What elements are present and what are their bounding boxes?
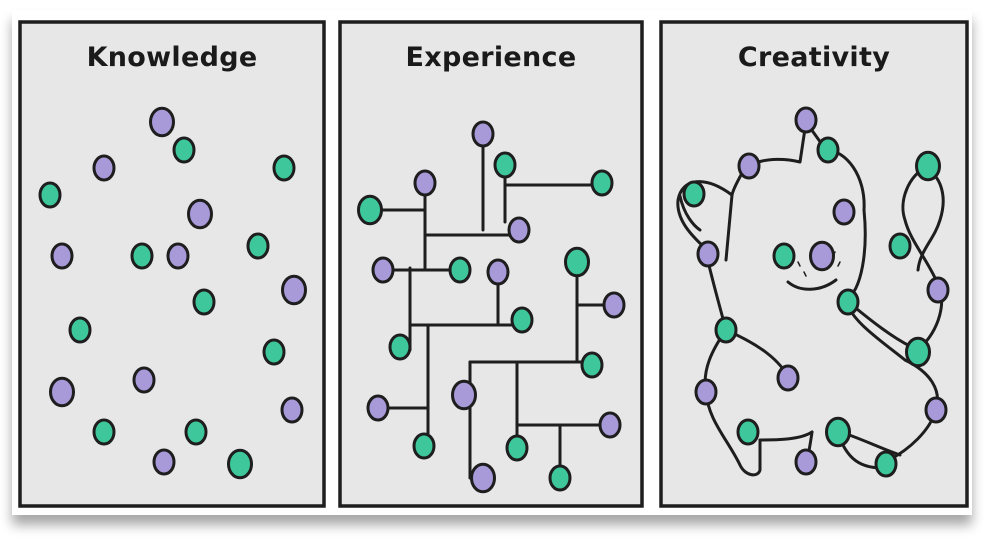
creativity-dot-green xyxy=(816,136,840,164)
creativity-dot-purple xyxy=(926,276,950,304)
experience-dot-green xyxy=(510,306,534,334)
experience-dot-purple xyxy=(366,394,390,422)
creativity-dot-purple xyxy=(794,448,818,476)
experience-dot-green xyxy=(580,351,604,379)
creativity-dot-green xyxy=(772,242,796,270)
experience-dot-green xyxy=(564,246,590,278)
experience-dot-green xyxy=(493,151,517,179)
experience-dot-green xyxy=(590,169,614,197)
experience-dot-green xyxy=(448,256,472,284)
creativity-dot-green xyxy=(905,336,931,368)
knowledge-dot-purple xyxy=(187,198,213,230)
creativity-dot-purple xyxy=(696,240,720,268)
experience-dot-green xyxy=(357,194,383,226)
knowledge-dot-green xyxy=(262,338,286,366)
knowledge-dot-purple xyxy=(92,154,116,182)
knowledge-dot-green xyxy=(172,136,196,164)
panel-title-experience: Experience xyxy=(405,42,577,73)
experience-dot-purple xyxy=(451,379,477,411)
creativity-dot-green xyxy=(888,232,912,260)
experience-dot-purple xyxy=(413,169,437,197)
experience-dot-purple xyxy=(598,411,622,439)
experience-dot-green xyxy=(505,434,529,462)
knowledge-dot-green xyxy=(130,242,154,270)
experience-dot-green xyxy=(412,432,436,460)
experience-dot-green xyxy=(548,464,572,492)
creativity-dot-purple xyxy=(832,198,856,226)
knowledge-dot-purple xyxy=(132,366,156,394)
experience-dot-purple xyxy=(602,291,626,319)
knowledge-dot-green xyxy=(68,316,92,344)
creativity-dot-purple xyxy=(737,152,761,180)
creativity-dot-purple xyxy=(694,378,718,406)
experience-dot-purple xyxy=(486,258,510,286)
creativity-dot-purple xyxy=(794,106,818,134)
knowledge-dot-purple xyxy=(149,106,175,138)
knowledge-dot-purple xyxy=(281,274,307,306)
creativity-dot-purple xyxy=(776,364,800,392)
experience-dot-purple xyxy=(371,256,395,284)
knowledge-dot-green xyxy=(184,418,208,446)
experience-dot-purple xyxy=(470,462,496,494)
creativity-dot-purple xyxy=(924,396,948,424)
creativity-dot-green xyxy=(836,288,860,316)
knowledge-dot-green xyxy=(92,418,116,446)
knowledge-dot-purple xyxy=(49,376,75,408)
knowledge-dot-green xyxy=(38,181,62,209)
creativity-dot-green xyxy=(825,416,851,448)
creativity-dot-green xyxy=(915,150,941,182)
experience-dot-purple xyxy=(471,120,495,148)
knowledge-dot-purple xyxy=(152,448,176,476)
dot-layer xyxy=(38,106,950,494)
panel-title-creativity: Creativity xyxy=(737,42,891,73)
knowledge-dot-green xyxy=(272,154,296,182)
knowledge-dot-green xyxy=(246,232,270,260)
knowledge-dot-purple xyxy=(50,242,74,270)
knowledge-dot-purple xyxy=(280,396,304,424)
knowledge-dot-purple xyxy=(166,242,190,270)
knowledge-dot-green xyxy=(227,448,253,480)
knowledge-dot-green xyxy=(192,288,216,316)
creativity-dot-green xyxy=(682,180,706,208)
creativity-dot-green xyxy=(714,316,738,344)
panel-title-knowledge: Knowledge xyxy=(86,42,258,73)
creativity-dot-green xyxy=(874,450,898,478)
experience-dot-purple xyxy=(507,216,531,244)
creativity-dot-purple xyxy=(809,240,835,272)
creativity-dot-green xyxy=(736,418,760,446)
experience-dot-green xyxy=(388,333,412,361)
